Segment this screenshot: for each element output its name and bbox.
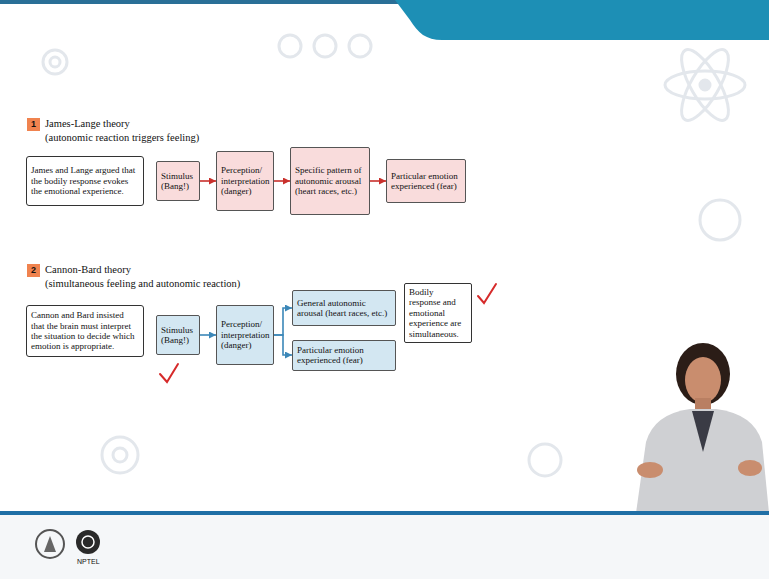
section-number: 2	[27, 264, 40, 277]
flow-arrow	[200, 334, 216, 336]
logo-disc	[76, 530, 100, 554]
section-title: Cannon-Bard theory	[45, 264, 131, 275]
institute-logo	[36, 530, 64, 558]
box-text: Particular emotion experienced (fear)	[391, 171, 461, 192]
logo-mark	[44, 536, 56, 552]
gear-icon	[43, 50, 67, 74]
section-subtitle: (simultaneous feeling and autonomic reac…	[45, 278, 240, 289]
atom-icon	[673, 43, 737, 126]
watermark-icon	[700, 200, 740, 240]
process-box: Particular emotion experienced (fear)	[292, 340, 396, 371]
nptel-logo	[76, 530, 100, 554]
box-text: Specific pattern of autonomic arousal (h…	[295, 165, 365, 196]
process-box: Stimulus (Bang!)	[156, 315, 200, 355]
section-title: James-Lange theory	[45, 118, 130, 129]
footer-line	[0, 511, 769, 515]
process-box: Perception/ interpretation (danger)	[216, 151, 274, 211]
section-subtitle: (autonomic reaction triggers feeling)	[45, 132, 199, 143]
presenter-top	[692, 411, 714, 452]
box-text: Perception/ interpretation (danger)	[221, 165, 269, 196]
watermark-icon	[314, 35, 336, 57]
flow-arrow	[274, 308, 292, 335]
explanation-box: James and Lange argued that the bodily r…	[26, 156, 144, 206]
box-text: General autonomic arousal (heart races, …	[297, 298, 391, 319]
logo-ring	[36, 530, 64, 558]
process-box: Perception/ interpretation (danger)	[216, 305, 274, 365]
explanation-box: Cannon and Bard insisted that the brain …	[26, 305, 144, 357]
process-box: General autonomic arousal (heart races, …	[292, 290, 396, 326]
gear-icon	[113, 448, 127, 462]
tick-mark	[478, 284, 496, 303]
presenter-jacket	[636, 409, 769, 513]
watermark-icon	[349, 35, 371, 57]
watermark-icon	[279, 35, 301, 57]
process-box: Stimulus (Bang!)	[156, 161, 200, 201]
logo-mark	[82, 536, 94, 548]
box-text: 2	[27, 264, 40, 277]
flow-arrow	[200, 180, 216, 182]
logo-caption: NPTEL	[77, 558, 100, 565]
box-text: Stimulus (Bang!)	[161, 171, 195, 192]
footer-band	[0, 513, 769, 579]
presenter-hand	[738, 460, 762, 476]
box-text: 1	[27, 118, 40, 131]
atom-icon	[673, 43, 737, 126]
atom-icon	[700, 80, 710, 90]
box-text: Stimulus (Bang!)	[161, 325, 195, 346]
flow-arrow	[370, 180, 386, 182]
box-text: Cannon and Bard insisted that the brain …	[31, 310, 139, 351]
presenter-hand	[637, 462, 663, 478]
tick-mark	[160, 364, 178, 382]
watermark-icon	[529, 444, 561, 476]
presenter-figure	[636, 343, 769, 513]
box-text: Bodily response and emotional experience…	[409, 287, 467, 339]
gear-icon	[102, 437, 138, 473]
flow-arrow	[274, 180, 290, 182]
process-box: Particular emotion experienced (fear)	[386, 159, 466, 203]
header-line	[0, 0, 405, 4]
presenter-hair	[676, 343, 730, 405]
flow-arrow	[274, 335, 292, 355]
gear-icon	[50, 57, 60, 67]
box-text: Perception/ interpretation (danger)	[221, 319, 269, 350]
watermark-icons	[43, 35, 745, 476]
section-number: 1	[27, 118, 40, 131]
process-box: Specific pattern of autonomic arousal (h…	[290, 147, 370, 215]
conclusion-box: Bodily response and emotional experience…	[404, 283, 472, 343]
box-text: Particular emotion experienced (fear)	[297, 345, 391, 366]
header-band	[395, 0, 769, 40]
atom-icon	[665, 71, 745, 99]
box-text: James and Lange argued that the bodily r…	[31, 165, 139, 196]
presenter-face	[685, 357, 721, 403]
